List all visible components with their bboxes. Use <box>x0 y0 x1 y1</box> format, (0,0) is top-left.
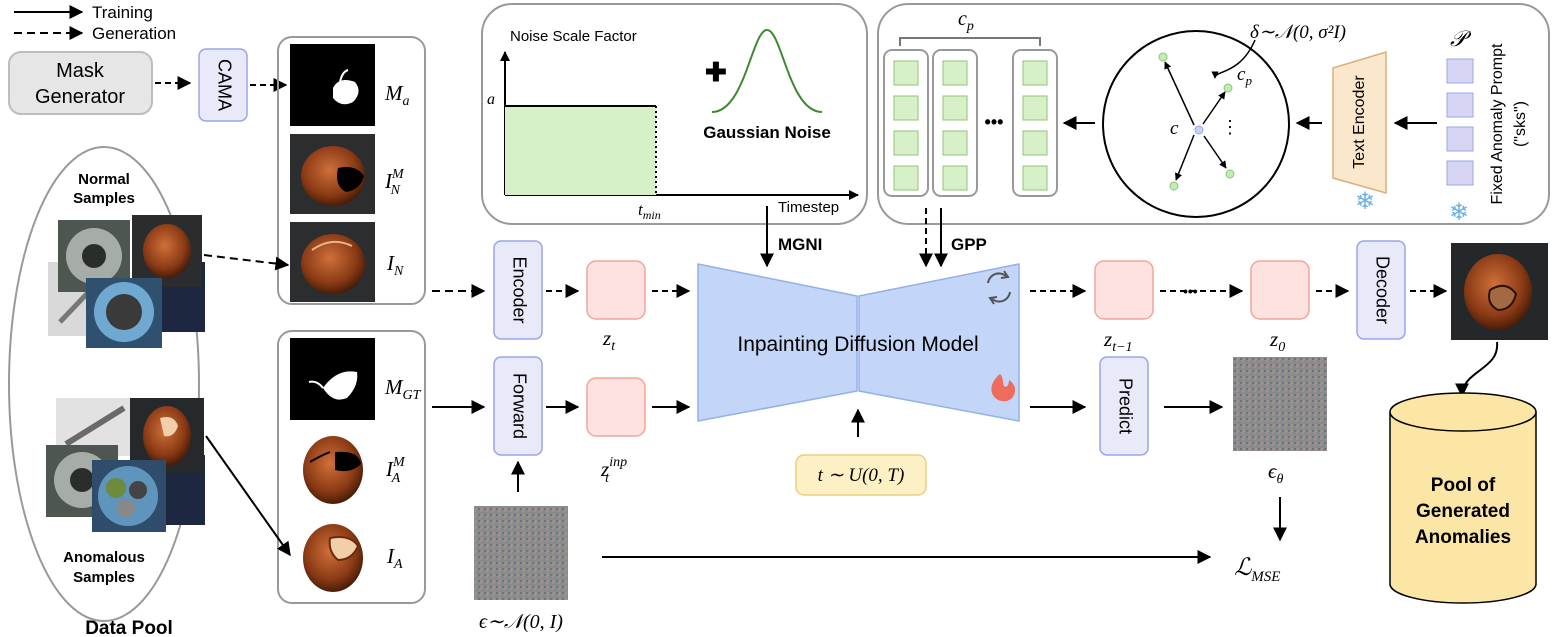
zt-minus-1-label: zt−1 <box>1103 327 1133 355</box>
zt-label: zt <box>602 326 616 354</box>
noise-xlabel: Timestep <box>778 199 839 216</box>
mask-mgt-image <box>290 338 375 420</box>
forward-label: Forward <box>509 373 529 439</box>
gpp-panel <box>877 3 1550 225</box>
hazelnut-masked-n-image <box>290 134 375 214</box>
anomalous-samples-label-1: Anomalous <box>63 549 145 566</box>
c-label: c <box>1170 118 1179 139</box>
mask-generator-label-1: Mask <box>56 60 105 82</box>
center-c-point <box>1194 125 1204 135</box>
legend-training: Training <box>92 3 153 22</box>
token-dots: ••• <box>985 112 1004 132</box>
anomalous-samples-images <box>46 398 205 532</box>
eps-label: ϵ∼𝒩(0, I) <box>479 611 563 633</box>
zt-latent <box>586 260 646 320</box>
cp-brace <box>899 37 1041 46</box>
normal-samples-images <box>48 215 205 348</box>
embedding-space-circle <box>1102 30 1290 218</box>
hazelnut-anomalous-a-image <box>290 514 375 598</box>
prompt-frozen-icon: ❄ <box>1449 199 1469 226</box>
noise-scale-region <box>505 106 656 195</box>
pool-label-3: Anomalies <box>1415 527 1511 548</box>
top-image-stack <box>277 36 426 305</box>
predict-block <box>1099 356 1149 456</box>
decoder-block <box>1356 240 1406 340</box>
token-column-3 <box>1012 49 1058 197</box>
label-in: IN <box>386 251 404 279</box>
z0-latent <box>1250 260 1310 320</box>
refresh-icon <box>987 270 1011 305</box>
mask-generator-label-2: Generator <box>35 86 125 108</box>
normal-samples-label-1: Normal <box>78 171 130 188</box>
forward-block <box>493 356 543 456</box>
points-ellipsis: ⋮ <box>1221 117 1239 137</box>
pool-label-2: Generated <box>1416 501 1510 522</box>
eps-theta-label: ϵθ <box>1268 459 1283 487</box>
gpp-label: GPP <box>951 235 987 254</box>
cp-circle-label: cp <box>1237 64 1252 88</box>
label-ia: IA <box>386 544 403 572</box>
cp-top-label: cp <box>958 8 974 34</box>
legend: Training Generation <box>14 3 176 43</box>
data-pool-ellipse <box>8 146 200 622</box>
normal-samples-label-2: Samples <box>73 190 135 207</box>
t-dist-label: t ∼ U(0, T) <box>818 465 905 486</box>
generated-anomaly-image <box>1451 243 1548 340</box>
zt-inp-latent <box>586 377 646 437</box>
data-pool-title: Data Pool <box>85 618 173 637</box>
noise-panel <box>481 3 868 225</box>
inpainting-diffusion-model <box>697 263 1020 422</box>
text-encoder-label: Text Encoder <box>1351 75 1368 169</box>
cama-label: CAMA <box>214 59 234 111</box>
predict-label: Predict <box>1115 378 1135 434</box>
cama-block <box>198 48 248 122</box>
token-column-2 <box>932 49 978 197</box>
hazelnut-masked-a-image <box>290 426 375 508</box>
encoder-block <box>493 240 543 340</box>
noise-ylabel: Noise Scale Factor <box>510 28 637 45</box>
diffusion-label: Inpainting Diffusion Model <box>737 333 978 356</box>
legend-generation: Generation <box>92 24 176 43</box>
delta-label: δ∼𝒩(0, σ²I) <box>1250 22 1346 43</box>
chain-dots: ••• <box>1183 283 1198 299</box>
noise-a-label: a <box>487 91 495 108</box>
t-dist-block <box>795 454 927 496</box>
text-encoder-block <box>1332 50 1387 194</box>
decoder-label: Decoder <box>1372 256 1392 324</box>
bottom-image-stack <box>277 330 426 604</box>
l-mse-label: ℒMSE <box>1234 555 1280 585</box>
mask-generator-block <box>8 51 153 115</box>
encoder-label: Encoder <box>509 256 529 323</box>
pool-cylinder <box>1389 392 1537 604</box>
anomalous-samples-label-2: Samples <box>73 569 135 586</box>
text-encoder-frozen-icon: ❄ <box>1355 188 1375 215</box>
mgni-label: MGNI <box>778 235 822 254</box>
noise-epsilon-image <box>474 506 568 600</box>
sks-label: ("sks") <box>1512 101 1529 147</box>
prompt-P-label: 𝒫 <box>1450 26 1472 51</box>
fire-icon <box>991 374 1016 402</box>
gaussian-curve <box>711 28 823 113</box>
zt-minus-1-latent <box>1094 260 1154 320</box>
hazelnut-normal-n-image <box>290 222 375 302</box>
gaussian-noise-label: Gaussian Noise <box>703 123 831 142</box>
z0-label: z0 <box>1269 327 1285 355</box>
label-ma: Ma <box>384 81 410 109</box>
mask-ma-image <box>290 44 375 126</box>
plus-icon: ✚ <box>705 57 727 87</box>
noise-tmin-label: tmin <box>638 200 661 222</box>
label-mgt: MGT <box>384 375 422 403</box>
prompt-tokens <box>1446 58 1474 186</box>
token-column-1 <box>883 49 929 197</box>
pool-label-1: Pool of <box>1431 475 1496 496</box>
fixed-prompt-label: Fixed Anomaly Prompt <box>1489 43 1506 205</box>
eps-theta-image <box>1233 357 1327 451</box>
